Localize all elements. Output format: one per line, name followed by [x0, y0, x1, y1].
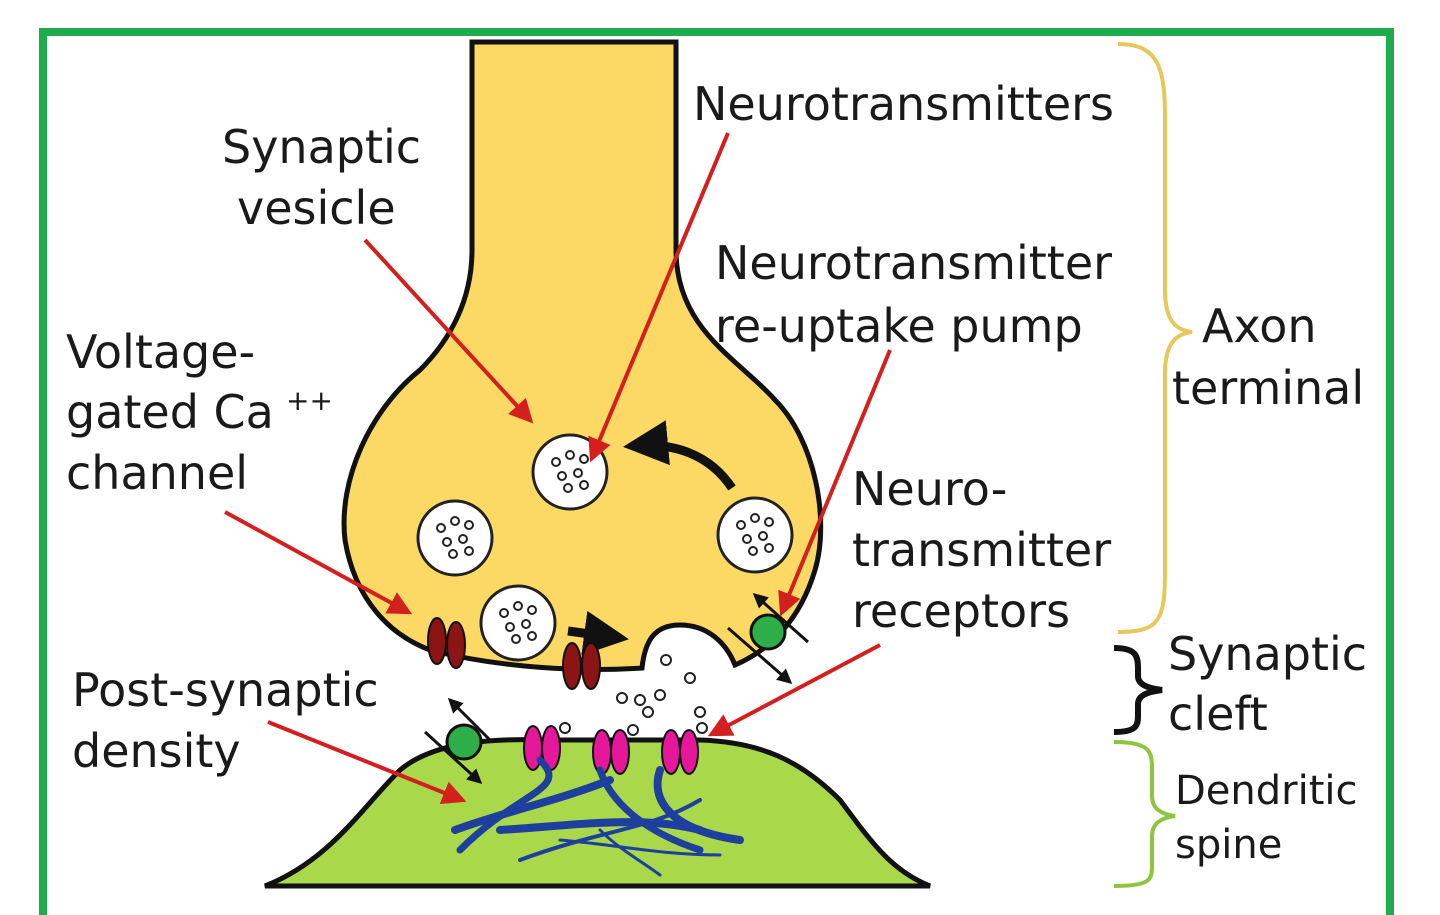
label-vgcc-line1: Voltage-	[66, 325, 255, 379]
recycle-arrow	[623, 420, 736, 491]
label-receptors-line3: receptors	[852, 584, 1070, 638]
label-spine-line2: spine	[1175, 822, 1282, 868]
label-cleft-line1: Synaptic	[1168, 627, 1367, 681]
label-receptors-line2: transmitter	[852, 523, 1111, 577]
ca-channel	[427, 617, 601, 690]
reuptake-pump	[749, 613, 787, 651]
dendritic-spine-brace	[1113, 740, 1176, 888]
neurotransmitter-receptor	[523, 725, 699, 775]
label-vgcc-line3: channel	[66, 446, 248, 500]
synaptic-vesicle	[716, 496, 794, 574]
postsynaptic-pump	[445, 723, 483, 761]
synaptic-vesicle	[479, 584, 557, 662]
label-receptors-line1: Neuro-	[852, 462, 1007, 516]
psd-fibers	[451, 756, 744, 877]
label-spine-line1: Dendritic	[1175, 768, 1358, 814]
label-reuptake-line1: Neurotransmitter	[715, 236, 1112, 290]
label-axon-line1: Axon	[1202, 299, 1317, 353]
label-synaptic-vesicle-line1: Synaptic	[222, 120, 421, 174]
axon-terminal-brace	[1117, 42, 1193, 634]
label-psd-line1: Post-synaptic	[72, 663, 379, 717]
synaptic-cleft-brace	[1113, 645, 1163, 735]
label-vgcc-superscript: ++	[286, 384, 333, 417]
exocytosis-arrow	[567, 610, 629, 656]
synaptic-vesicle	[416, 499, 494, 577]
cleft-neurotransmitters	[559, 654, 708, 736]
label-axon-line2: terminal	[1172, 361, 1364, 415]
label-vgcc-line2: gated Ca	[66, 385, 274, 439]
label-synaptic-vesicle-line2: vesicle	[237, 181, 396, 235]
pointer-arrows	[224, 132, 892, 804]
label-cleft-line2: cleft	[1168, 687, 1268, 741]
label-reuptake-line2: re-uptake pump	[715, 299, 1083, 353]
outer-frame	[39, 28, 1394, 915]
label-neurotransmitters: Neurotransmitters	[693, 77, 1114, 131]
label-psd-line2: density	[72, 724, 241, 778]
